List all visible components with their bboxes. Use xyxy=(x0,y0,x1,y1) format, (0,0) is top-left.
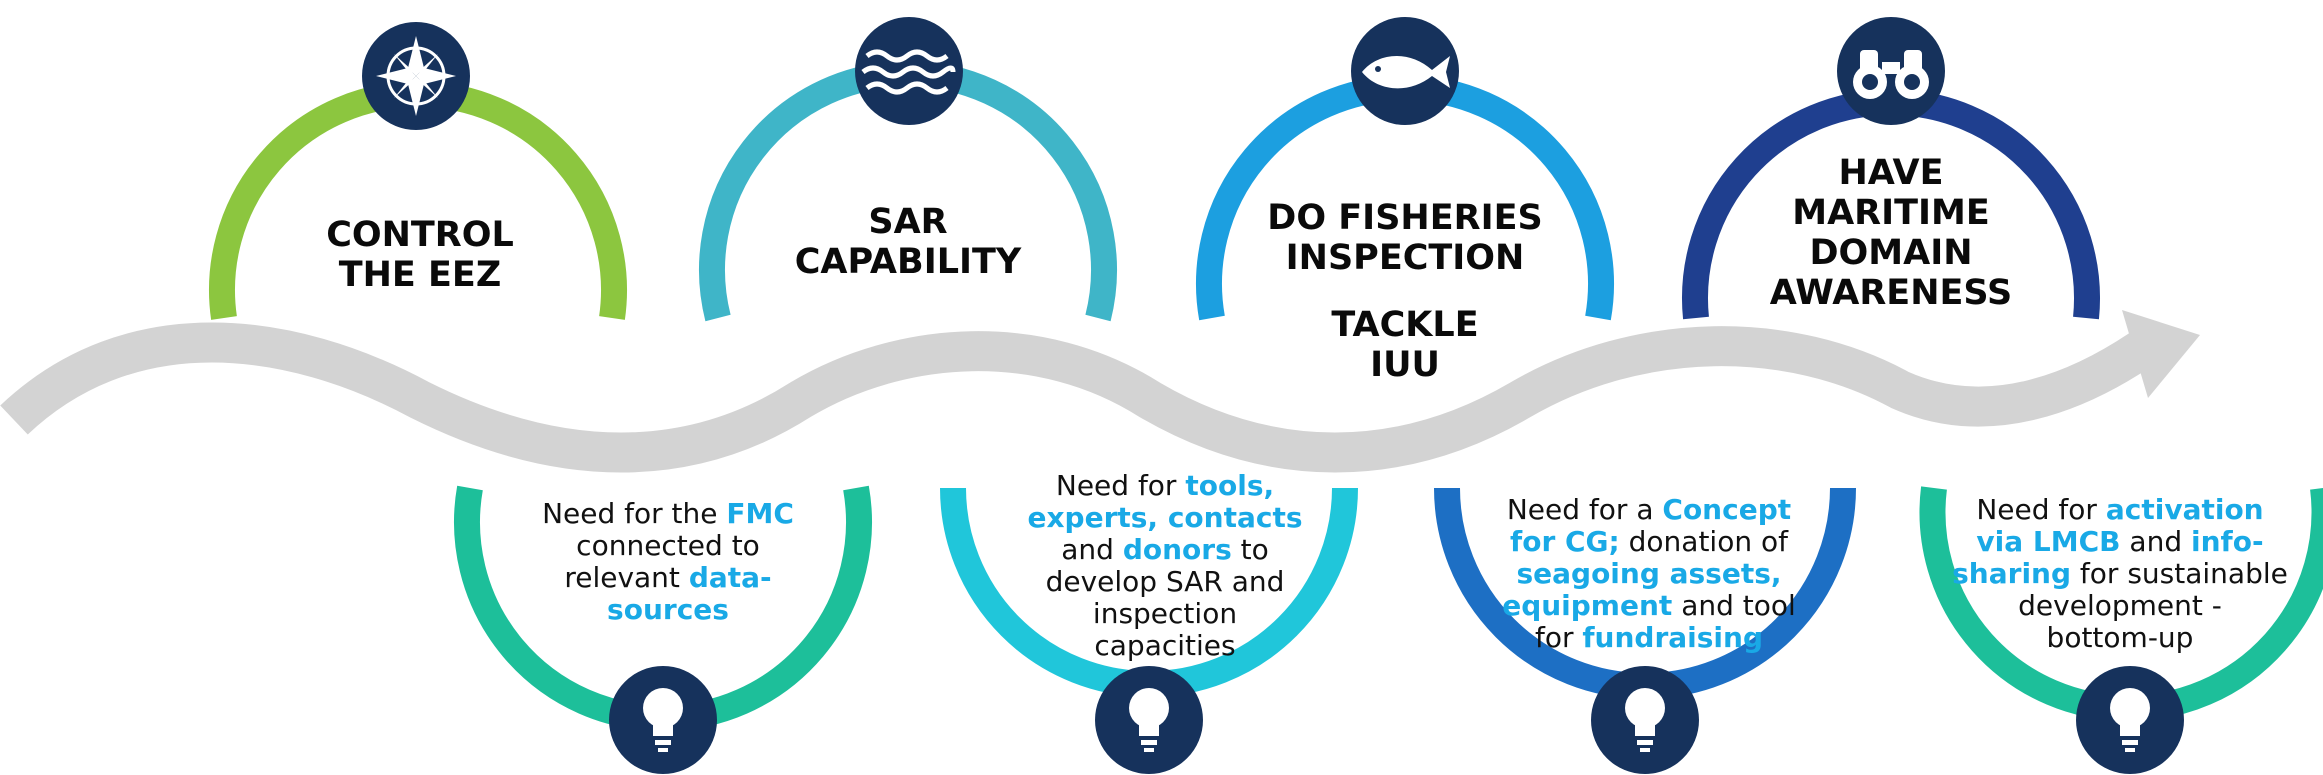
wave-ribbon xyxy=(0,322,2152,473)
compass-icon xyxy=(362,22,470,130)
lightbulb-icon xyxy=(2076,666,2184,774)
title-fisheries-inspection: DO FISHERIES INSPECTION xyxy=(1267,198,1543,278)
need-tools: Need for tools, experts, contacts and do… xyxy=(1027,469,1303,662)
lightbulb-icon xyxy=(609,666,717,774)
arrow-head xyxy=(2122,310,2200,398)
title-tackle-iuu: TACKLE IUU xyxy=(1331,305,1479,385)
fish-icon xyxy=(1351,17,1459,125)
title-maritime-domain-awareness: HAVE MARITIME DOMAIN AWARENESS xyxy=(1769,153,2013,313)
need-concept: Need for a Concept for CG; donation of s… xyxy=(1502,493,1796,654)
need-fmc: Need for the FMC connected to relevant d… xyxy=(542,497,794,626)
binoculars-icon xyxy=(1837,17,1945,125)
title-control-eez: CONTROL THE EEZ xyxy=(326,215,514,295)
lightbulb-icon xyxy=(1591,666,1699,774)
lightbulb-icon xyxy=(1095,666,1203,774)
need-activation: Need for activation via LMCB and info- s… xyxy=(1952,493,2288,654)
waves-icon xyxy=(855,17,963,125)
title-sar-capability: SAR CAPABILITY xyxy=(794,202,1022,282)
